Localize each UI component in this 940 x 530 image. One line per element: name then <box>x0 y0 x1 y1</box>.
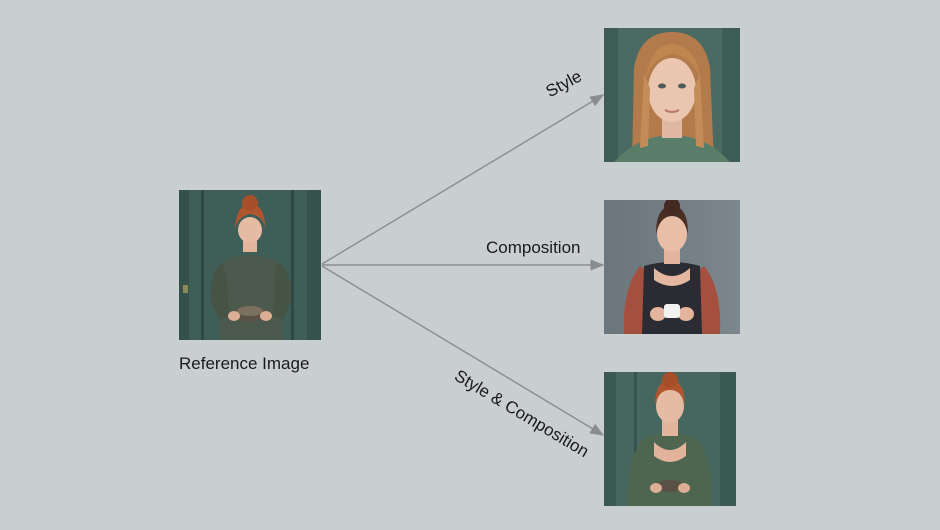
composition-output-image <box>604 200 740 334</box>
reference-image-caption: Reference Image <box>179 354 310 373</box>
woman-holding-bowl-photo <box>604 372 736 506</box>
arrow-style <box>321 94 605 265</box>
style-output-image <box>604 28 740 162</box>
composition-label: Composition <box>486 238 581 257</box>
woman-holding-cup-photo <box>604 200 740 334</box>
reference-image <box>179 190 321 340</box>
woman-holding-bowl-photo <box>179 190 321 340</box>
style-composition-output-image <box>604 372 736 506</box>
woman-portrait-photo <box>604 28 740 162</box>
arrow-style-composition <box>321 265 605 436</box>
